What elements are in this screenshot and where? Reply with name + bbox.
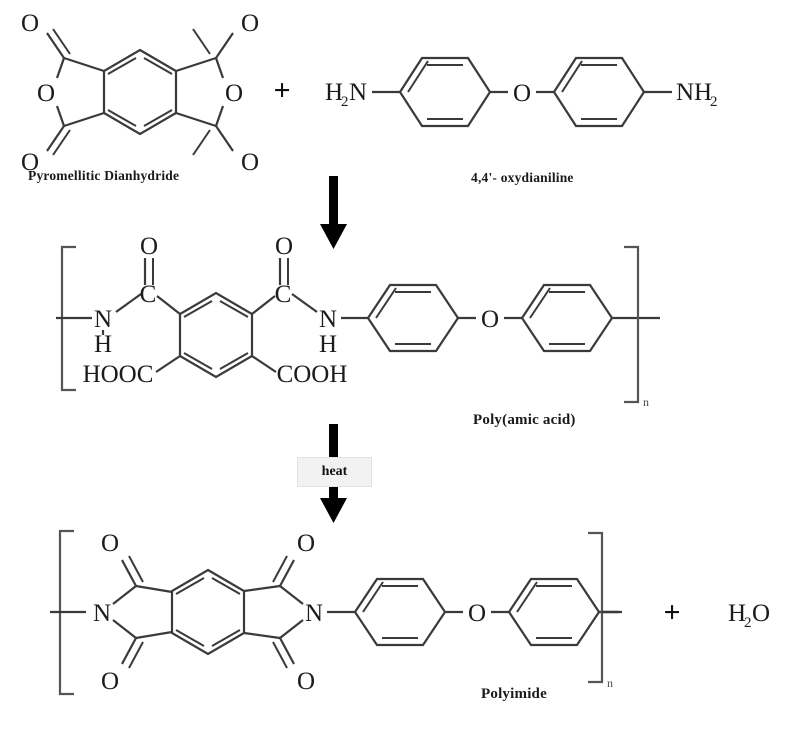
atom-label-O: O <box>297 668 315 695</box>
atom-label-O: O <box>297 530 315 557</box>
label-pyromellitic-dianhydride: Pyromellitic Dianhydride <box>28 168 180 183</box>
atom-label-O: O <box>275 233 293 260</box>
molecule-oxydianiline: H 2 N O NH 2 <box>325 56 718 128</box>
atom-label-NH2-subscript: 2 <box>710 94 718 110</box>
label-poly-amic-acid: Poly(amic acid) <box>473 412 576 428</box>
atom-label-O: O <box>101 530 119 557</box>
atom-label-O: O <box>241 149 259 176</box>
label-oxydianiline: 4,4'- oxydianiline <box>471 170 574 185</box>
atom-label-N: N <box>94 306 112 333</box>
atom-label-COOH: COOH <box>277 361 348 388</box>
atom-label-H: H <box>94 331 112 358</box>
repeat-subscript-n: n <box>643 395 649 409</box>
molecule-poly-amic-acid: N H C O HOOC COOH C O N H <box>56 233 660 409</box>
atom-label-H2N-subscript: 2 <box>341 94 349 110</box>
atom-label-O: O <box>37 80 55 107</box>
atom-label-C: C <box>140 281 157 308</box>
atom-label-H2O-O: O <box>752 600 770 627</box>
atom-label-ether-O: O <box>513 80 531 107</box>
atom-label-O: O <box>225 80 243 107</box>
plus-operator-product: + <box>663 596 680 629</box>
atom-label-N: N <box>319 306 337 333</box>
arrow-1 <box>320 176 347 249</box>
atom-label-O: O <box>241 10 259 37</box>
atom-label-H: H <box>319 331 337 358</box>
atom-label-H2N-H: H <box>325 79 343 106</box>
atom-label-ether-O: O <box>468 600 486 627</box>
repeat-subscript-n: n <box>607 676 613 690</box>
atom-label-H2O-H: H <box>728 600 746 627</box>
label-polyimide: Polyimide <box>481 686 547 702</box>
atom-label-O: O <box>21 149 39 176</box>
heat-condition-box: heat <box>297 457 372 487</box>
atom-label-O: O <box>21 10 39 37</box>
molecule-polyimide: N O O N O O <box>50 529 770 696</box>
atom-label-H2N-N: N <box>349 79 367 106</box>
atom-label-ether-O: O <box>481 306 499 333</box>
atom-label-H2O-subscript: 2 <box>744 615 752 631</box>
atom-label-N: N <box>305 600 323 627</box>
plus-operator-reactants: + <box>273 74 290 107</box>
molecule-pyromellitic-dianhydride: O O O O O O <box>21 10 259 176</box>
atom-label-N: N <box>93 600 111 627</box>
atom-label-C: C <box>275 281 292 308</box>
atom-label-NH2: NH <box>676 79 712 106</box>
atom-label-O: O <box>101 668 119 695</box>
atom-label-HOOC: HOOC <box>83 361 154 388</box>
atom-label-O: O <box>140 233 158 260</box>
